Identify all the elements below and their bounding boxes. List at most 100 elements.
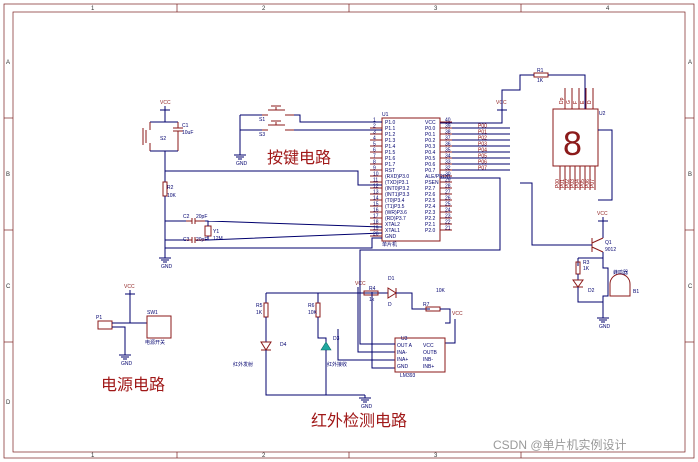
s3-ref: S3 xyxy=(259,132,265,138)
mcu-right-pin-number: 32 xyxy=(445,166,451,172)
display-bottom-pin-label: P00 xyxy=(555,179,561,188)
bus-label: P01 xyxy=(478,130,487,136)
mcu-left-pin-name: P1.1 xyxy=(385,126,396,132)
zone-row-markers: A B C D A B C xyxy=(4,60,694,406)
r5-resistor xyxy=(263,302,269,318)
u3-lm393 xyxy=(394,337,446,373)
u3-pin-label: INB- xyxy=(423,357,433,363)
display-bottom-pin-label: P05 xyxy=(580,179,586,188)
gnd-power-label: GND xyxy=(121,361,133,367)
mcu-right-pin-name: P0.0 xyxy=(425,126,436,132)
mcu-left-pin-name: P1.2 xyxy=(385,132,396,138)
mcu-left-pin-number: 10 xyxy=(373,172,379,178)
mcu-right-pin-name: P0.5 xyxy=(425,156,436,162)
mcu-right-pin-number: 28 xyxy=(445,184,451,190)
display-top-pin-label: G xyxy=(566,100,572,104)
gnd-power xyxy=(119,352,131,360)
mcu-left-pin-number: 18 xyxy=(373,220,379,226)
sw1-value: 电源开关 xyxy=(145,339,165,346)
reset-oscillator: VCC S2 C1 10uF R2 10K C2 20pF C3 20pF Y1… xyxy=(142,100,383,270)
bus-label: P02 xyxy=(478,136,487,142)
display-top-pin-label: D xyxy=(587,100,593,104)
r1-ref: R1 xyxy=(537,68,544,74)
mcu-right-pin-number: 30 xyxy=(445,172,451,178)
zone-row-d: D xyxy=(6,400,11,406)
mcu-ref: U1 xyxy=(382,112,389,118)
bus-label: P06 xyxy=(478,160,487,166)
zone-col-3-bottom: 3 xyxy=(434,453,438,459)
mcu-left-pin-number: 16 xyxy=(373,208,379,214)
mcu-right-pin-name: P2.5 xyxy=(425,198,436,204)
bus-label: P07 xyxy=(478,166,487,172)
d3-ir-receiver-icon xyxy=(320,341,332,351)
mcu-right-pin-name: P2.3 xyxy=(425,210,436,216)
u3-pin-label: OUTB xyxy=(423,350,438,356)
c2-value: 20pF xyxy=(196,214,207,220)
vcc-label-power: VCC xyxy=(124,284,135,290)
r6-ref: R6 xyxy=(308,303,315,309)
gnd-ir xyxy=(359,395,371,403)
ir-rx-label: 红外接收 xyxy=(327,361,347,368)
ir-detect-circuit: VCC R4 1k D1 D R7 10K VCC R5 1K R6 10K D… xyxy=(233,177,501,430)
mcu-right-pin-number: 22 xyxy=(445,220,451,226)
vcc-label-r7: VCC xyxy=(452,311,463,317)
c1-value: 10uF xyxy=(182,130,193,136)
mcu-left-pin-number: 2 xyxy=(373,124,376,130)
mcu-left-pin-name: P1.7 xyxy=(385,162,396,168)
mcu-left-pin-name: RST xyxy=(385,168,395,174)
section-ir-title: 红外检测电路 xyxy=(311,412,407,430)
mcu-right-pin-number: 40 xyxy=(445,118,451,124)
mcu-right-pin-name: PSEN xyxy=(425,180,439,186)
buzzer-circuit: VCC Q1 9012 蜂鸣器 B1 R3 1K D2 GND xyxy=(520,182,639,330)
zone-row-b: B xyxy=(6,172,10,178)
r5-ref: R5 xyxy=(256,303,263,309)
mcu-left-pin-name: P1.6 xyxy=(385,156,396,162)
d2-ref: D2 xyxy=(588,288,595,294)
mcu-right-pin-name: P2.4 xyxy=(425,204,436,210)
mcu-right-pin-name: ALE/PROG xyxy=(425,174,451,180)
mcu-right-pin-name: P0.1 xyxy=(425,132,436,138)
mcu-left-pin-name: (T1)P3.5 xyxy=(385,204,405,210)
mcu-left-pin-name: P1.4 xyxy=(385,144,396,150)
mcu-right-pin-number: 21 xyxy=(445,226,451,232)
mcu-left-pin-name: XTAL2 xyxy=(385,222,400,228)
mcu-left-pin-name: (T0)P3.4 xyxy=(385,198,405,204)
sw1-ref: SW1 xyxy=(147,310,158,316)
ir-tx-label: 红外发射 xyxy=(233,361,253,368)
mcu-left-pin-number: 12 xyxy=(373,184,379,190)
mcu-right-pin-name: P0.7 xyxy=(425,168,436,174)
zone-row-a: A xyxy=(6,60,10,66)
c1-ref: C1 xyxy=(182,123,189,129)
b1-ref: B1 xyxy=(633,289,639,295)
mcu-left-pin-name: P1.0 xyxy=(385,120,396,126)
mcu-right-pin-name: P2.1 xyxy=(425,222,436,228)
p1-connector xyxy=(97,320,113,330)
mcu-pins: P1.01P1.12P1.23P1.34P1.45P1.56P1.67P1.78… xyxy=(370,118,452,240)
zone-col-3: 3 xyxy=(434,6,438,12)
watermark: CSDN @单片机实例设计 xyxy=(493,437,627,452)
mcu-right-pin-name: P2.7 xyxy=(425,186,436,192)
mcu-right-pin-name: P0.3 xyxy=(425,144,436,150)
vcc-label-reset: VCC xyxy=(160,100,171,106)
zone-row-b-right: B xyxy=(688,172,692,178)
gnd-ir-label: GND xyxy=(361,404,373,410)
r7-ref: R7 xyxy=(423,302,430,308)
s2-ref: S2 xyxy=(160,136,166,142)
d4-ref: D4 xyxy=(280,342,287,348)
mcu-left-pin-number: 13 xyxy=(373,190,379,196)
mcu-left-pin-number: 4 xyxy=(373,136,376,142)
display-top-pin-label: E xyxy=(580,100,586,104)
vcc-label-mcu: VCC xyxy=(496,100,507,106)
mcu-left-pin-number: 5 xyxy=(373,142,376,148)
y1-value: 12M xyxy=(213,236,223,242)
buzzer-label: 蜂鸣器 xyxy=(613,269,628,276)
mcu-right-pin-number: 36 xyxy=(445,142,451,148)
display-bottom-pin-label: P01 xyxy=(560,179,566,188)
bus-label: P05 xyxy=(478,154,487,160)
mcu-left-pin-name: (RXD)P3.0 xyxy=(385,174,409,180)
zone-column-markers: 1 2 3 4 1 2 3 xyxy=(91,4,610,459)
y1-crystal xyxy=(204,225,212,237)
